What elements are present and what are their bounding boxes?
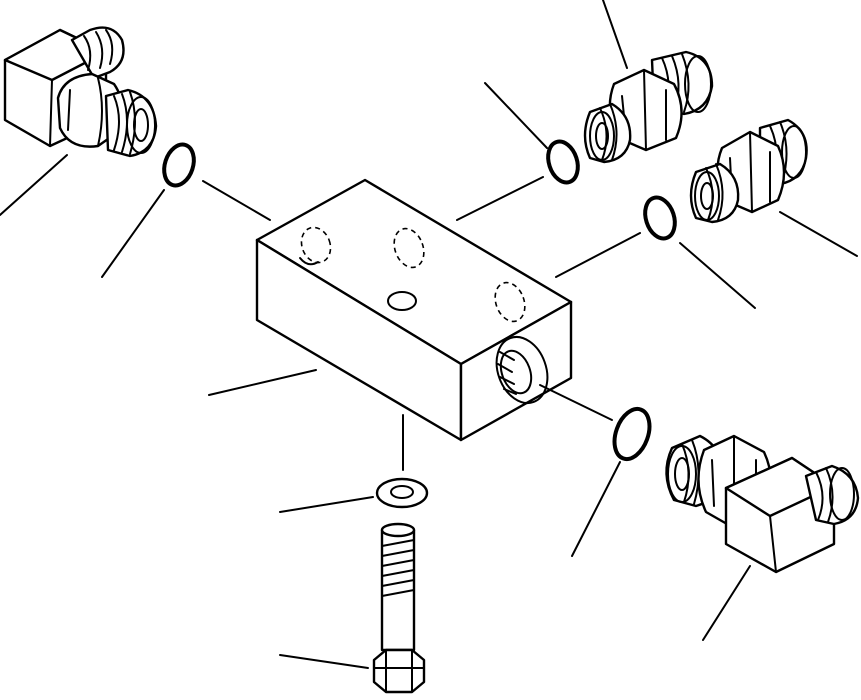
elbow-fitting-lower-right (665, 434, 860, 574)
manifold-block (255, 178, 573, 442)
o-ring-top (546, 139, 580, 185)
o-ring-lower-right (612, 406, 652, 462)
bolt (372, 522, 426, 694)
elbow-fitting-upper-left (3, 26, 158, 158)
leader-lines (0, 0, 858, 669)
straight-fitting-right (689, 118, 808, 224)
washer (375, 477, 429, 509)
o-ring-right (643, 195, 677, 241)
o-ring-upper-left (162, 142, 196, 188)
straight-fitting-top (583, 50, 714, 164)
